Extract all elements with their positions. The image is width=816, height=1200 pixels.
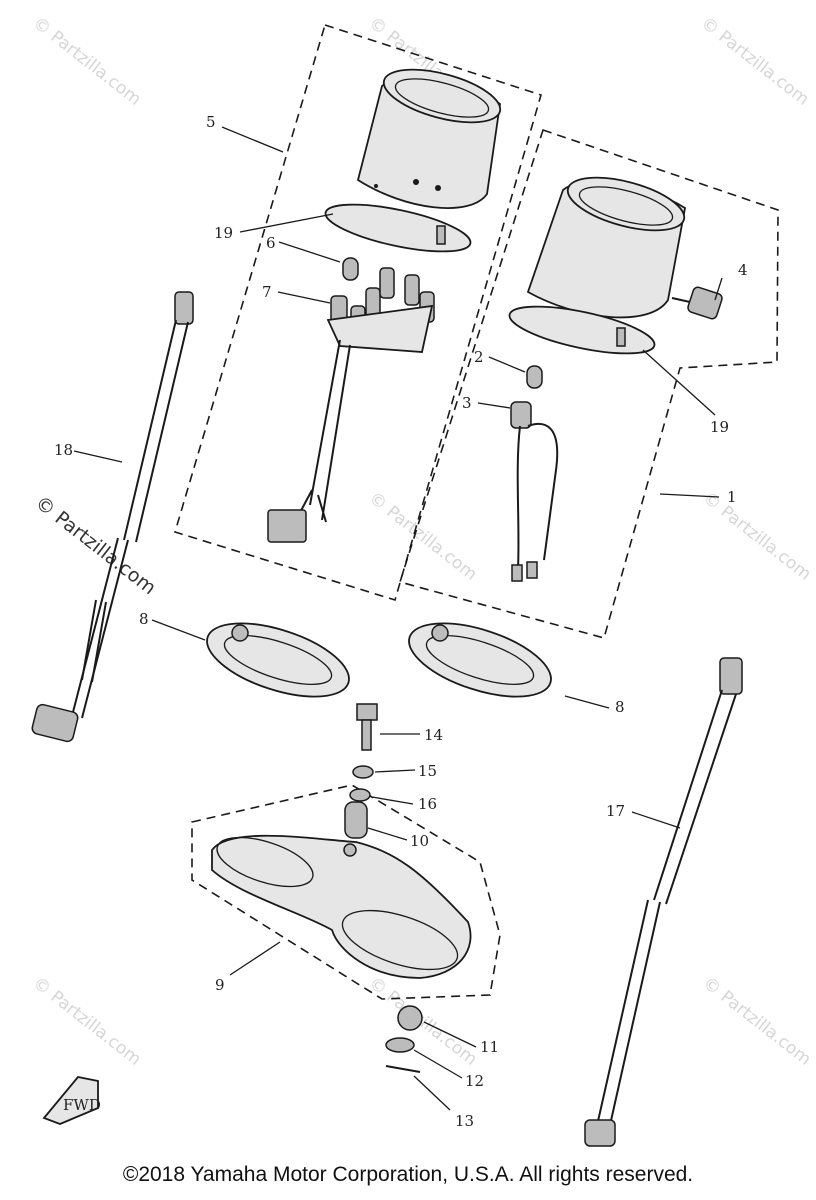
bulb-6	[342, 257, 359, 281]
callout-7: 7	[262, 283, 272, 301]
cup-8-left	[206, 622, 350, 698]
callout-5: 5	[206, 113, 216, 131]
watermark-text: © Partzilla.com	[699, 488, 815, 585]
callout-14: 14	[424, 726, 443, 744]
bulb-2	[526, 365, 543, 389]
cable-18	[31, 291, 194, 743]
tachometer-1	[508, 176, 723, 355]
collar-10	[344, 801, 368, 839]
callout-19-left: 19	[214, 224, 233, 242]
socket-3	[510, 401, 559, 582]
watermark-text: © Partzilla.com	[697, 13, 813, 110]
callout-12: 12	[465, 1072, 484, 1090]
cable-17	[584, 657, 743, 1147]
assembly-1-dashed-box	[398, 128, 779, 639]
callout-10: 10	[410, 832, 429, 850]
callout-3: 3	[462, 394, 472, 412]
callout-8-right: 8	[615, 698, 625, 716]
callout-2: 2	[474, 348, 484, 366]
washer-12	[385, 1037, 415, 1053]
callout-6: 6	[266, 234, 276, 252]
watermark-text-strong: © Partzilla.com	[31, 492, 160, 600]
callout-13: 13	[455, 1112, 474, 1130]
callout-16: 16	[418, 795, 437, 813]
watermark-text: © Partzilla.com	[29, 13, 145, 110]
socket-cluster-7	[267, 267, 435, 543]
bracket-9	[211, 834, 472, 979]
leader-lines	[73, 126, 723, 1111]
callout-18: 18	[54, 441, 73, 459]
fwd-label: FWD	[63, 1096, 101, 1114]
callout-9: 9	[215, 976, 225, 994]
speedometer-5	[324, 68, 502, 253]
callout-19-right: 19	[710, 418, 729, 436]
bolt-14	[356, 703, 378, 751]
nut-11	[397, 1005, 423, 1031]
watermark-text: © Partzilla.com	[29, 973, 145, 1070]
callout-17: 17	[606, 802, 625, 820]
callout-4: 4	[738, 261, 748, 279]
cup-8-right	[408, 622, 552, 698]
callout-1: 1	[727, 488, 737, 506]
washer-16	[349, 788, 371, 802]
callout-8-left: 8	[139, 610, 149, 628]
callout-labels: 5 19 6 7 4 2 3 19 18 1 8 8 14 15 16 10 1…	[54, 113, 748, 1130]
assembly-5-dashed-box	[174, 23, 542, 602]
copyright-notice: ©2018 Yamaha Motor Corporation, U.S.A. A…	[122, 1163, 694, 1186]
watermark-text: © Partzilla.com	[699, 973, 815, 1070]
callout-15: 15	[418, 762, 437, 780]
washer-15	[352, 765, 374, 779]
clip-13	[385, 1065, 421, 1073]
callout-11: 11	[480, 1038, 499, 1056]
fwd-arrow-icon: FWD	[42, 1076, 101, 1125]
